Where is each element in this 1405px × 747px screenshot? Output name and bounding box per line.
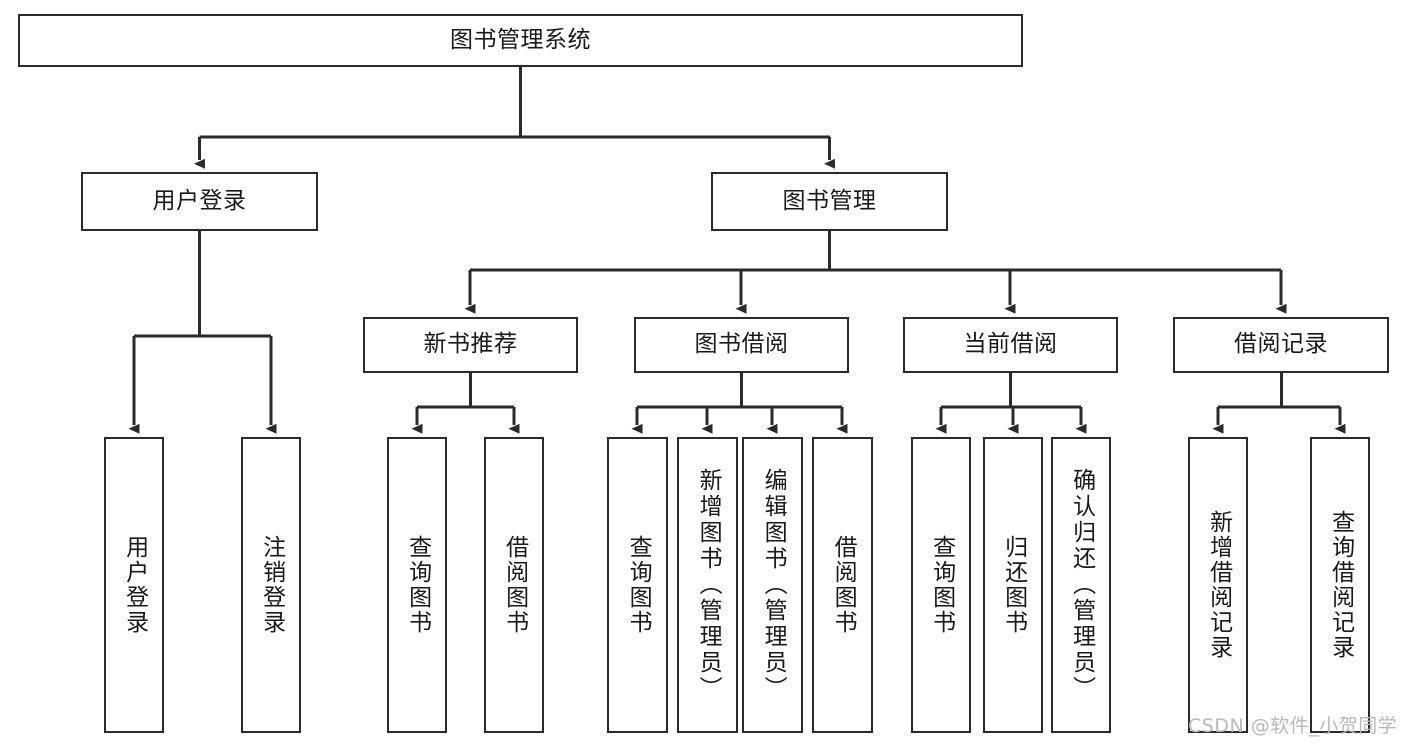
node-label: 查询图书 — [928, 535, 955, 635]
node-label: 用户登录 — [121, 535, 148, 635]
node-label: 借阅图书 — [501, 535, 528, 635]
node-root-system[interactable]: 图书管理系统 — [18, 14, 1023, 67]
node-leaf-edit-book[interactable]: 编辑图书（管理员） — [742, 437, 803, 733]
node-label: 借阅记录 — [1234, 331, 1328, 358]
watermark-text: CSDN @软件_小贺同学 — [1188, 715, 1398, 737]
node-book-borrow[interactable]: 图书借阅 — [634, 317, 849, 373]
node-label: 图书管理 — [782, 187, 877, 214]
node-label: 注销登录 — [258, 535, 285, 635]
node-label: 查询图书 — [404, 535, 431, 635]
node-leaf-user-logout[interactable]: 注销登录 — [241, 437, 301, 733]
node-label: 新书推荐 — [423, 331, 518, 358]
node-leaf-add-record[interactable]: 新增借阅记录 — [1188, 437, 1248, 733]
node-label: 编辑图书（管理员） — [760, 468, 787, 702]
node-label: 借阅图书 — [830, 535, 857, 635]
node-label: 查询图书 — [625, 535, 652, 635]
node-label: 新增图书（管理员） — [695, 468, 722, 702]
node-leaf-borrow-book-1[interactable]: 借阅图书 — [484, 437, 544, 733]
node-label: 图书管理系统 — [450, 26, 591, 53]
node-leaf-query-record[interactable]: 查询借阅记录 — [1310, 437, 1370, 733]
node-user-login[interactable]: 用户登录 — [81, 172, 318, 231]
node-label: 当前借阅 — [963, 331, 1058, 358]
node-borrow-record[interactable]: 借阅记录 — [1173, 317, 1389, 373]
node-label: 新增借阅记录 — [1205, 510, 1232, 660]
node-label: 图书借阅 — [694, 331, 789, 358]
node-current-borrow[interactable]: 当前借阅 — [903, 317, 1118, 373]
node-book-manage[interactable]: 图书管理 — [711, 172, 948, 231]
node-leaf-confirm-return[interactable]: 确认归还（管理员） — [1051, 437, 1111, 733]
node-leaf-return-book[interactable]: 归还图书 — [983, 437, 1043, 733]
node-leaf-user-login[interactable]: 用户登录 — [104, 437, 164, 733]
node-leaf-add-book[interactable]: 新增图书（管理员） — [677, 437, 738, 733]
node-leaf-query-book-3[interactable]: 查询图书 — [911, 437, 971, 733]
node-leaf-borrow-book-2[interactable]: 借阅图书 — [812, 437, 873, 733]
node-label: 确认归还（管理员） — [1068, 468, 1095, 702]
node-label: 归还图书 — [1000, 535, 1027, 635]
node-label: 用户登录 — [152, 187, 247, 214]
node-leaf-query-book-1[interactable]: 查询图书 — [387, 437, 447, 733]
node-label: 查询借阅记录 — [1327, 510, 1354, 660]
node-new-book-rec[interactable]: 新书推荐 — [363, 317, 578, 373]
node-leaf-query-book-2[interactable]: 查询图书 — [607, 437, 668, 733]
